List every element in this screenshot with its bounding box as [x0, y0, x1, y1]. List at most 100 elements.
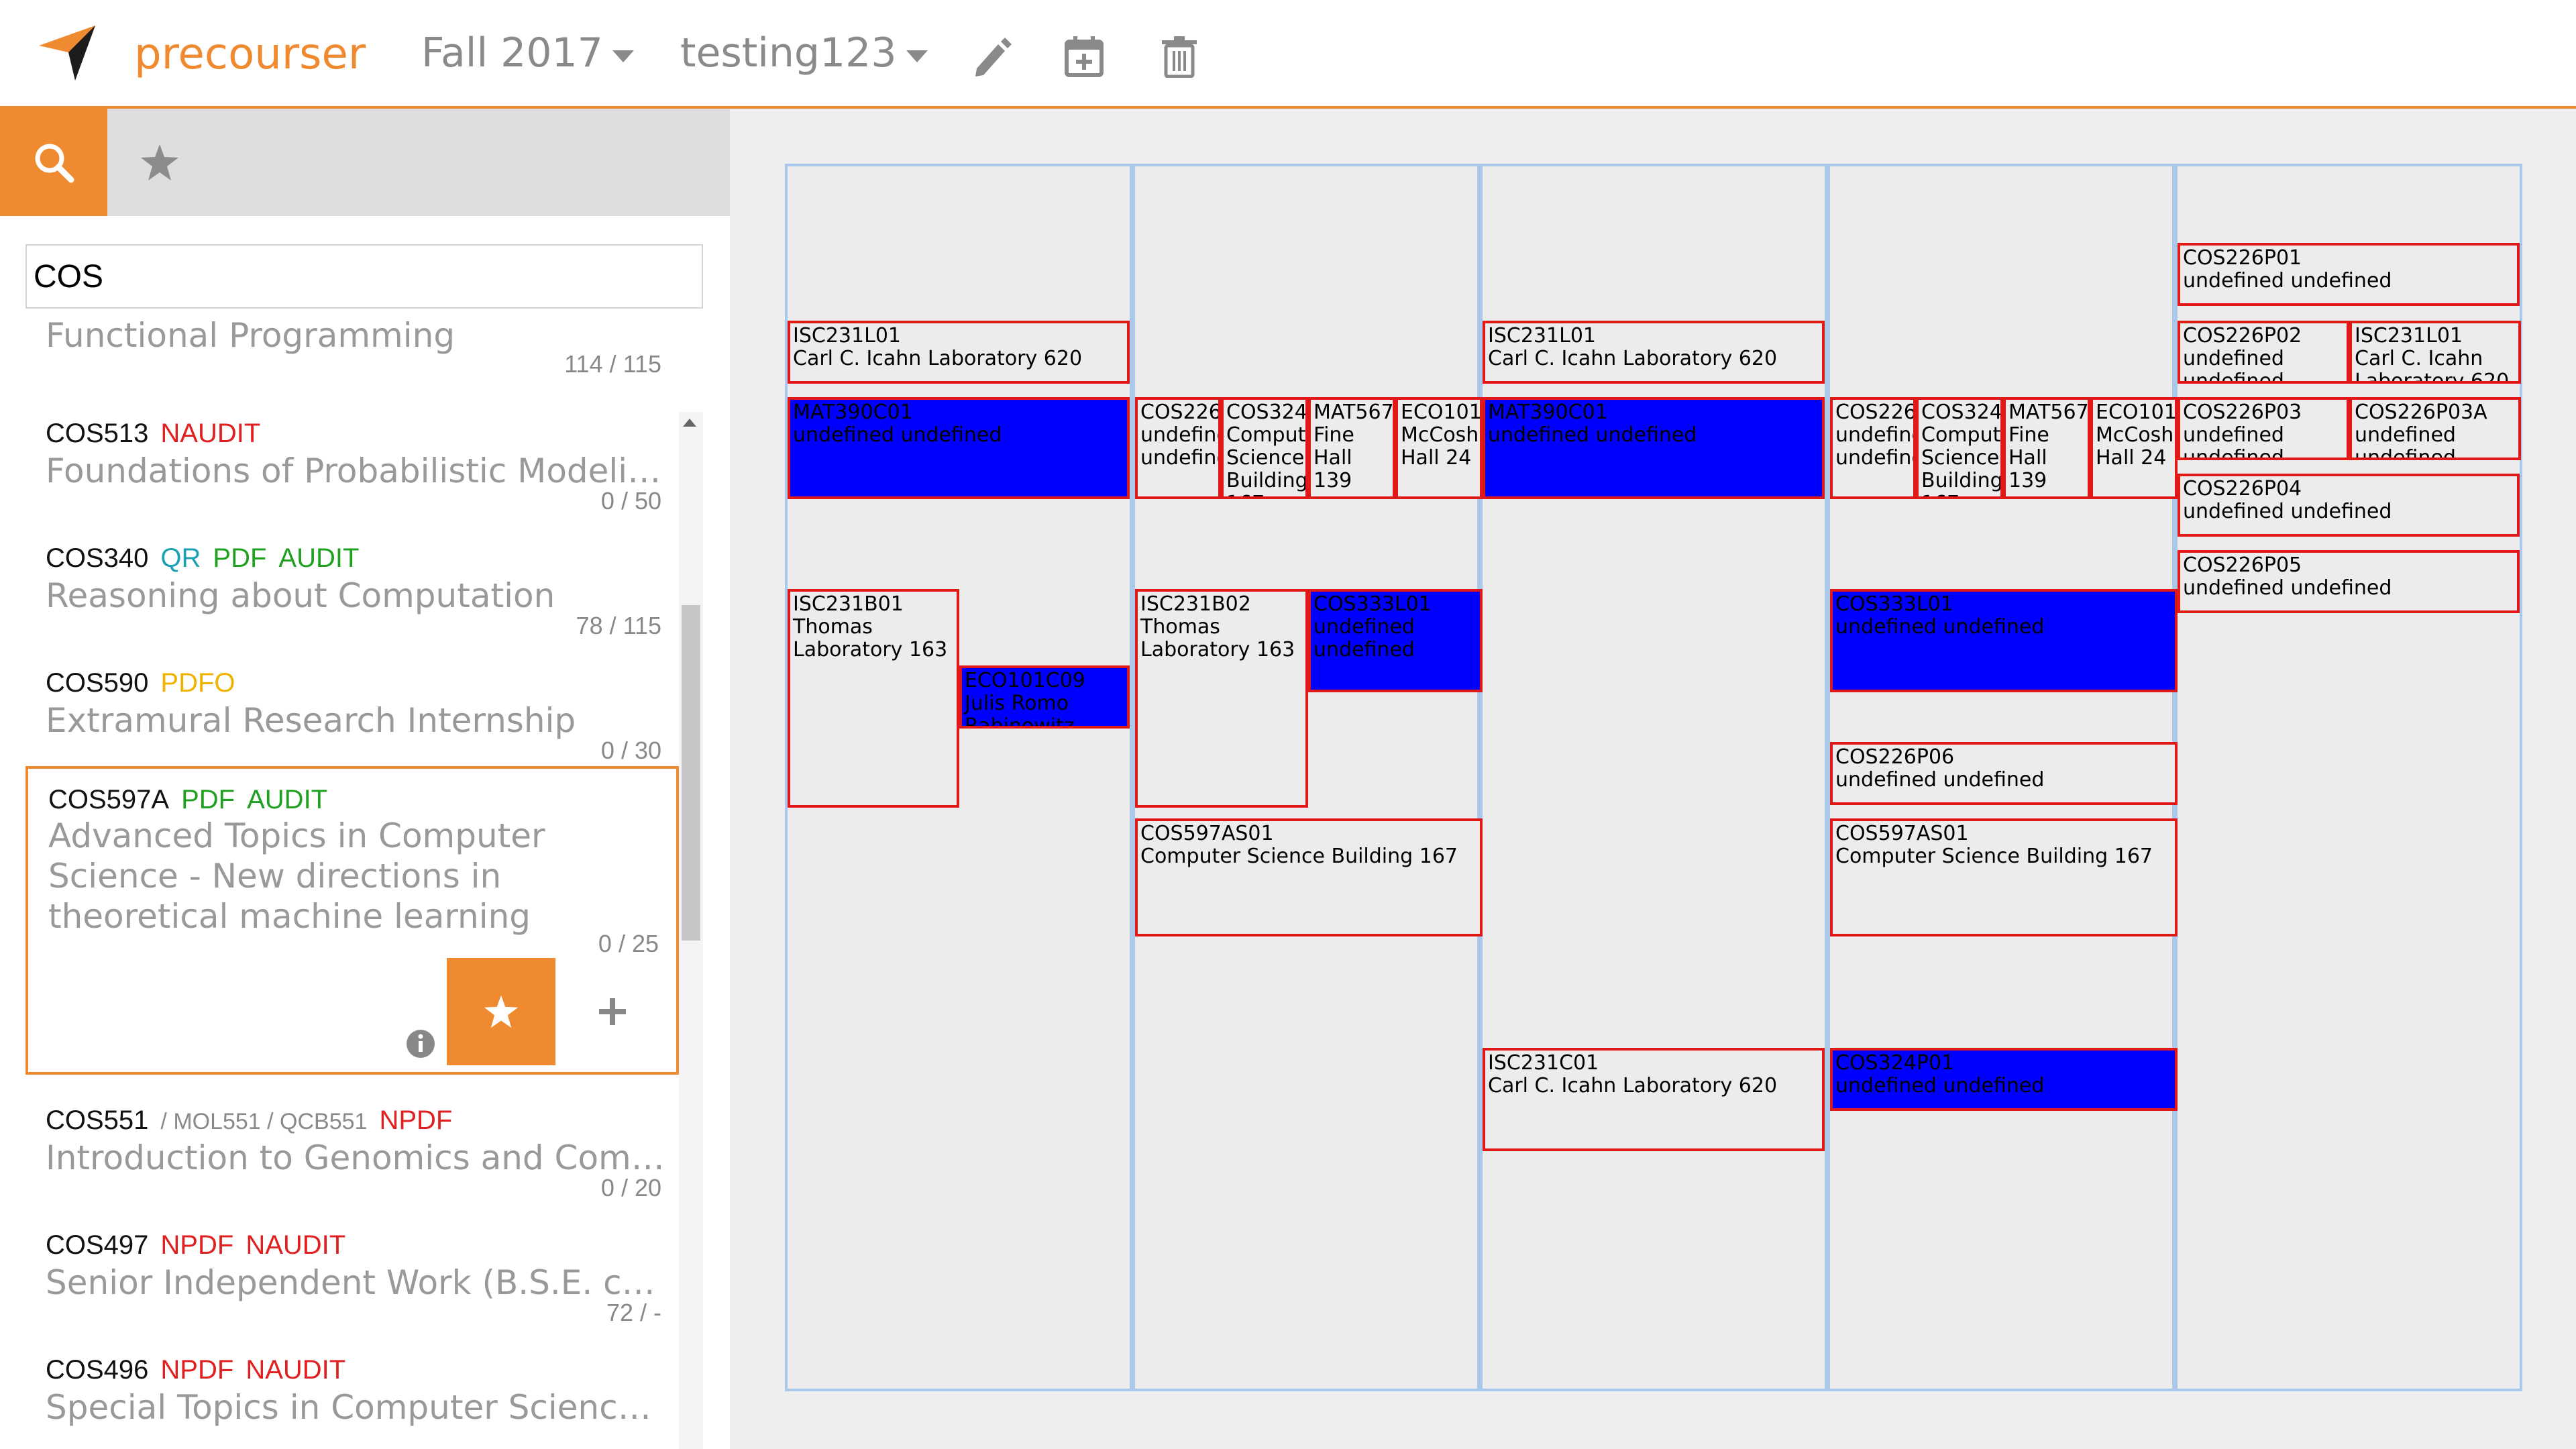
event-section-code: COS226P01	[2183, 246, 2302, 270]
event-location: undefined undefined	[1488, 423, 1697, 447]
event-section-code: COS324P01	[1835, 1051, 1955, 1075]
favorite-button[interactable]	[447, 958, 555, 1065]
course-tag: PDFO	[160, 668, 235, 698]
course-enrollment: 0 / 25	[598, 930, 659, 957]
brand-name[interactable]: precourser	[134, 30, 366, 79]
scroll-up-icon[interactable]	[683, 419, 696, 427]
event-location: undefined undefined	[1835, 615, 2045, 639]
course-code: COS497	[46, 1230, 149, 1260]
scrollbar-thumb[interactable]	[682, 605, 700, 941]
event-section-code: COS333L01	[1313, 592, 1432, 616]
plus-icon	[599, 998, 626, 1025]
event-section-code: COS226L01	[1140, 400, 1221, 424]
event-location: undefined undefined	[2355, 423, 2456, 460]
event-section-code: MAT567C01	[1313, 400, 1394, 424]
course-search-input[interactable]	[25, 244, 703, 309]
precourser-logo-icon[interactable]	[36, 23, 98, 85]
course-title: Foundations of Probabilistic Modeling	[46, 451, 669, 490]
event-section-code: ISC231L01	[2355, 324, 2463, 347]
calendar-event[interactable]: ECO101L01McCosh Hall 24	[2090, 397, 2178, 499]
calendar-event[interactable]: MAT567C01Fine Hall 139	[1308, 397, 1395, 499]
course-list-item[interactable]: Functional Programming 114 / 115	[25, 311, 679, 392]
schedule-dropdown[interactable]: testing123	[680, 30, 928, 76]
course-title: Senior Independent Work (B.S.E. candi...	[46, 1263, 669, 1302]
event-location: Computer Science Building 167	[1921, 423, 2003, 497]
event-section-code: COS333L01	[1835, 592, 1953, 616]
event-section-code: COS324L01	[1226, 400, 1307, 424]
calendar-event[interactable]: ECO101L01McCosh Hall 24	[1395, 397, 1483, 499]
event-section-code: ECO101L01	[2096, 400, 2177, 424]
event-section-code: MAT390C01	[1488, 400, 1608, 424]
top-nav-bar: precourser Fall 2017 testing123	[0, 0, 2576, 109]
info-button[interactable]	[377, 990, 464, 1097]
edit-icon[interactable]	[971, 35, 1012, 78]
course-enrollment: 114 / 115	[564, 350, 661, 378]
course-title: Functional Programming	[46, 316, 455, 355]
trash-icon[interactable]	[1159, 35, 1199, 78]
calendar-event[interactable]: COS226L01undefined undefined	[1830, 397, 1916, 499]
course-tag: NPDF	[160, 1230, 234, 1260]
calendar-event[interactable]: COS226L01undefined undefined	[1135, 397, 1221, 499]
tab-favorites[interactable]	[131, 142, 188, 182]
event-location: undefined undefined	[1140, 423, 1218, 470]
calendar-event[interactable]: COS324L01Computer Science Building 167	[1221, 397, 1308, 499]
event-section-code: COS226P05	[2183, 553, 2302, 577]
calendar-add-icon[interactable]	[1064, 35, 1104, 78]
event-section-code: ISC231B02	[1140, 592, 1251, 616]
event-location: Carl C. Icahn Laboratory 620	[1488, 347, 1778, 370]
event-section-code: COS226P06	[1835, 745, 1955, 769]
course-enrollment: 72 / -	[606, 1299, 661, 1326]
event-location: Thomas Laboratory 163	[1140, 615, 1295, 661]
event-section-code: COS226P03	[2183, 400, 2302, 424]
event-location: undefined undefined	[2183, 269, 2392, 292]
course-code: COS551	[46, 1106, 149, 1135]
course-title: Special Topics in Computer Science - C..…	[46, 1388, 669, 1427]
event-section-code: ECO101C09	[965, 669, 1085, 692]
event-location: undefined undefined	[1835, 423, 1913, 470]
add-course-button[interactable]	[569, 958, 656, 1065]
term-dropdown[interactable]: Fall 2017	[421, 30, 634, 76]
course-tag: NAUDIT	[160, 419, 261, 448]
calendar-event[interactable]: COS324L01Computer Science Building 167	[1916, 397, 2003, 499]
event-location: Computer Science Building 167	[1226, 423, 1308, 497]
course-code: COS340	[46, 543, 149, 573]
schedule-label: testing123	[680, 30, 897, 76]
tab-search[interactable]	[0, 109, 107, 216]
calendar-event[interactable]: MAT567C01Fine Hall 139	[2003, 397, 2090, 499]
event-section-code: ISC231L01	[1488, 324, 1596, 347]
